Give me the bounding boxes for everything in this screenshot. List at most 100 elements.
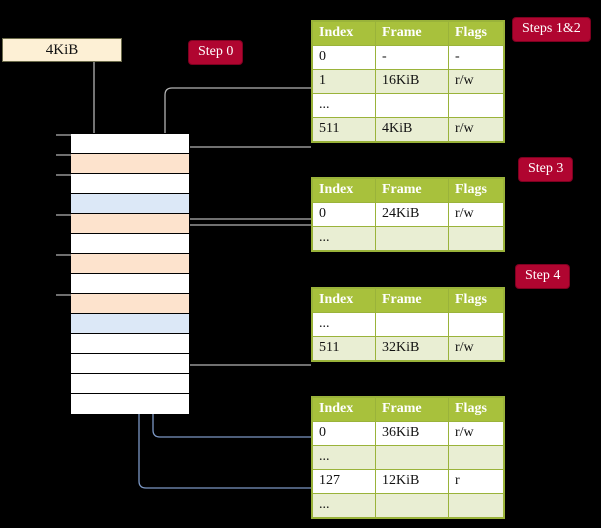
cell-index: 0	[312, 202, 376, 227]
table-row: ...	[312, 93, 504, 118]
column-header-index: Index	[312, 397, 376, 422]
memory-frame-row	[71, 234, 189, 254]
column-header-flags: Flags	[448, 178, 504, 203]
table-row: ...	[312, 445, 504, 470]
virtual-address-label: 4KiB	[45, 41, 79, 58]
table-row: ...	[312, 312, 504, 337]
memory-frame-row	[71, 314, 189, 334]
column-header-index: Index	[312, 21, 376, 46]
grid-tick-left-0	[56, 134, 71, 136]
physical-memory-grid	[70, 133, 190, 414]
badge-step-3-label: Step 3	[528, 161, 564, 176]
memory-frame-row	[71, 294, 189, 314]
cell-frame	[375, 312, 449, 337]
cell-frame: 12KiB	[375, 469, 449, 494]
cell-index: ...	[312, 445, 376, 470]
cell-flags: r/w	[448, 202, 504, 227]
grid-tick-left-1	[56, 154, 71, 156]
cell-frame: 24KiB	[375, 202, 449, 227]
cell-flags: r	[448, 469, 504, 494]
cell-index: 0	[312, 45, 376, 70]
cell-flags: -	[448, 45, 504, 70]
cell-index: ...	[312, 93, 376, 118]
cell-frame: 16KiB	[375, 69, 449, 94]
cell-index: 0	[312, 421, 376, 446]
memory-frame-row	[71, 394, 189, 414]
cell-frame	[375, 493, 449, 518]
wire-pt1-row0-to-frame	[172, 218, 311, 267]
virtual-address-box: 4KiB	[2, 38, 122, 62]
table-row: ...	[312, 226, 504, 251]
badge-step-0-label: Step 0	[198, 44, 234, 59]
column-header-index: Index	[312, 288, 376, 313]
table-row: 0--	[312, 45, 504, 70]
cell-flags	[448, 226, 504, 251]
memory-frame-row	[71, 174, 189, 194]
cell-flags: r/w	[448, 69, 504, 94]
cell-index: ...	[312, 226, 376, 251]
badge-steps-1-2-label: Steps 1&2	[522, 21, 581, 36]
grid-tick-left-2	[56, 174, 71, 176]
cell-frame: 32KiB	[375, 336, 449, 361]
cell-index: 1	[312, 69, 376, 94]
cell-frame: 4KiB	[375, 117, 449, 142]
cell-flags	[448, 312, 504, 337]
grid-tick-left-6	[56, 254, 71, 256]
grid-tick-left-8	[56, 294, 71, 296]
memory-frame-row	[71, 154, 189, 174]
column-header-flags: Flags	[448, 397, 504, 422]
memory-frame-row	[71, 374, 189, 394]
badge-step-0: Step 0	[189, 41, 243, 64]
badge-steps-1-2: Steps 1&2	[513, 18, 590, 41]
cell-frame: -	[375, 45, 449, 70]
column-header-frame: Frame	[375, 397, 449, 422]
cell-flags: r/w	[448, 117, 504, 142]
column-header-flags: Flags	[448, 288, 504, 313]
badge-step-4: Step 4	[516, 265, 570, 288]
cell-index: 511	[312, 117, 376, 142]
badge-step-3: Step 3	[519, 158, 573, 181]
cell-flags	[448, 445, 504, 470]
cell-frame: 36KiB	[375, 421, 449, 446]
cell-index: 127	[312, 469, 376, 494]
memory-frame-row	[71, 214, 189, 234]
column-header-flags: Flags	[448, 21, 504, 46]
cell-index: ...	[312, 493, 376, 518]
column-header-frame: Frame	[375, 21, 449, 46]
memory-frame-row	[71, 334, 189, 354]
memory-frame-row	[71, 354, 189, 374]
table-row: ...	[312, 493, 504, 518]
cell-frame	[375, 93, 449, 118]
badge-step-4-label: Step 4	[525, 268, 561, 283]
memory-frame-row	[71, 274, 189, 294]
cell-flags: r/w	[448, 421, 504, 446]
wire-pt2-row511-to-frame	[172, 298, 311, 366]
column-header-index: Index	[312, 178, 376, 203]
cell-flags: r/w	[448, 336, 504, 361]
cell-index: ...	[312, 312, 376, 337]
cell-flags	[448, 493, 504, 518]
memory-frame-row	[71, 254, 189, 274]
cell-frame	[375, 445, 449, 470]
memory-frame-row	[71, 134, 189, 154]
column-header-frame: Frame	[375, 178, 449, 203]
cell-frame	[375, 226, 449, 251]
